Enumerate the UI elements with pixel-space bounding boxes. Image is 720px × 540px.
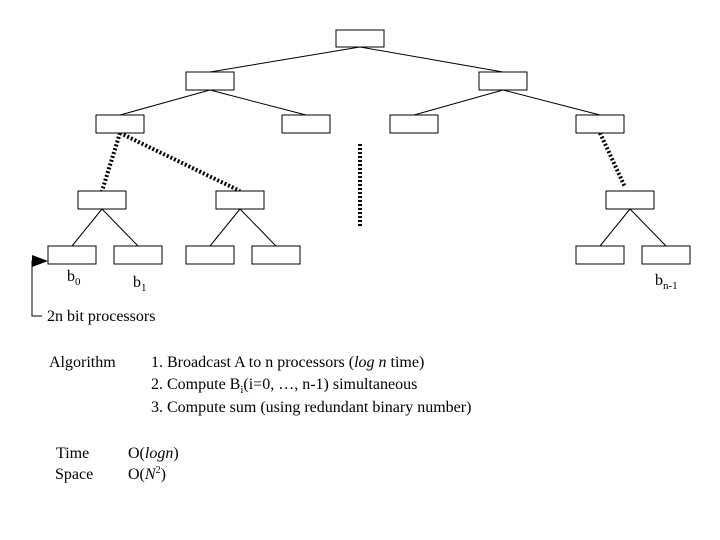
- edge: [413, 89, 504, 116]
- tree-node: [478, 71, 528, 91]
- edge: [209, 46, 361, 73]
- dotted-edges: [100, 131, 627, 228]
- space-complexity: O(N2): [128, 465, 166, 483]
- tree-node: [215, 190, 265, 210]
- leaf-node: [575, 245, 625, 265]
- time-complexity: O(logn): [128, 445, 179, 462]
- edge: [599, 208, 631, 247]
- edge: [209, 208, 241, 247]
- edge: [239, 208, 277, 247]
- leaf-node: [47, 245, 97, 265]
- edge: [119, 89, 211, 116]
- time-label: Time: [56, 445, 90, 462]
- algorithm-steps: 1. Broadcast A to n processors (log n ti…: [151, 352, 471, 419]
- processor-bracket: [31, 255, 48, 317]
- tree-edges: [71, 46, 667, 247]
- leaf-label-b1: b1: [133, 274, 147, 294]
- tree-node: [185, 71, 235, 91]
- dotted-edge: [598, 132, 627, 188]
- tree-node: [389, 114, 439, 134]
- algorithm-label: Algorithm: [49, 354, 116, 371]
- leaf-node: [185, 245, 235, 265]
- tree-node: [605, 190, 655, 210]
- tree-node: [77, 190, 127, 210]
- leaf-label-b0: b0: [67, 268, 81, 288]
- edge: [502, 89, 601, 116]
- tree-node: [575, 114, 625, 134]
- dotted-edge: [119, 131, 241, 193]
- tree-node: [95, 114, 145, 134]
- edge: [209, 89, 307, 116]
- processors-label: 2n bit processors: [47, 308, 156, 325]
- root-node: [335, 29, 385, 48]
- tree-nodes: [47, 29, 691, 265]
- tree-node: [281, 114, 331, 134]
- leaf-node: [251, 245, 301, 265]
- leaf-node: [113, 245, 163, 265]
- edge: [359, 46, 504, 73]
- edge: [71, 208, 103, 247]
- space-label: Space: [55, 466, 94, 483]
- edge: [101, 208, 139, 247]
- algorithm-step-2: 2. Compute Bi(i=0, …, n-1) simultaneous: [151, 376, 418, 396]
- edge: [629, 208, 667, 247]
- algorithm-step-3: 3. Compute sum (using redundant binary n…: [151, 399, 472, 416]
- leaf-node: [641, 245, 691, 265]
- dotted-edge: [100, 132, 122, 192]
- algorithm-step-1: 1. Broadcast A to n processors (log n ti…: [151, 354, 425, 371]
- leaf-label-bn-1: bn-1: [655, 272, 678, 292]
